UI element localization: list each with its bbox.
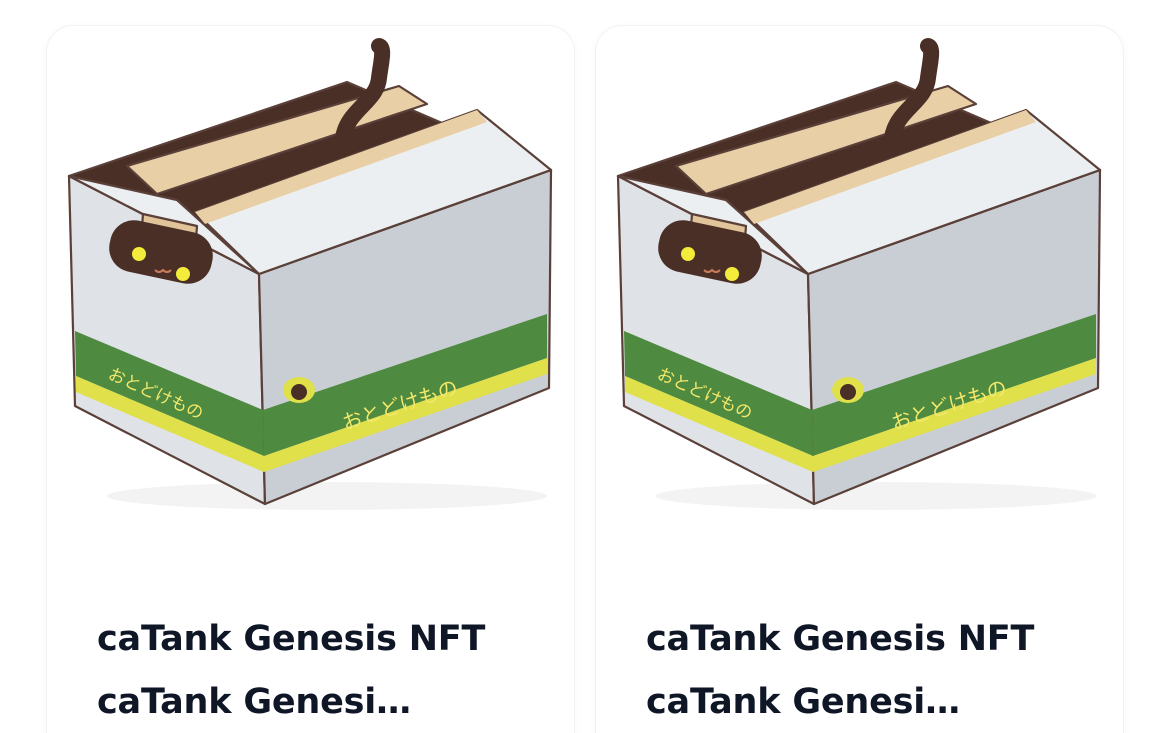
- nft-title: caTank Genesis NFT caTank Genesi…: [646, 608, 1086, 733]
- nft-title: caTank Genesis NFT caTank Genesi…: [97, 608, 537, 733]
- nft-card[interactable]: おとどけもの おとどけもの caTank Genesis NFT caTank …: [47, 26, 574, 733]
- cardboard-box-cat-icon: おとどけもの おとどけもの: [596, 26, 1123, 546]
- cardboard-box-cat-icon: おとどけもの おとどけもの: [47, 26, 574, 546]
- nft-title-line-1: caTank Genesis NFT: [646, 619, 1035, 659]
- nft-title-line-1: caTank Genesis NFT: [97, 619, 486, 659]
- nft-title-line-2: caTank Genesi…: [646, 682, 960, 722]
- nft-title-line-2: caTank Genesi…: [97, 682, 411, 722]
- nft-card[interactable]: おとどけもの おとどけもの caTank Genesis NFT caTank …: [596, 26, 1123, 733]
